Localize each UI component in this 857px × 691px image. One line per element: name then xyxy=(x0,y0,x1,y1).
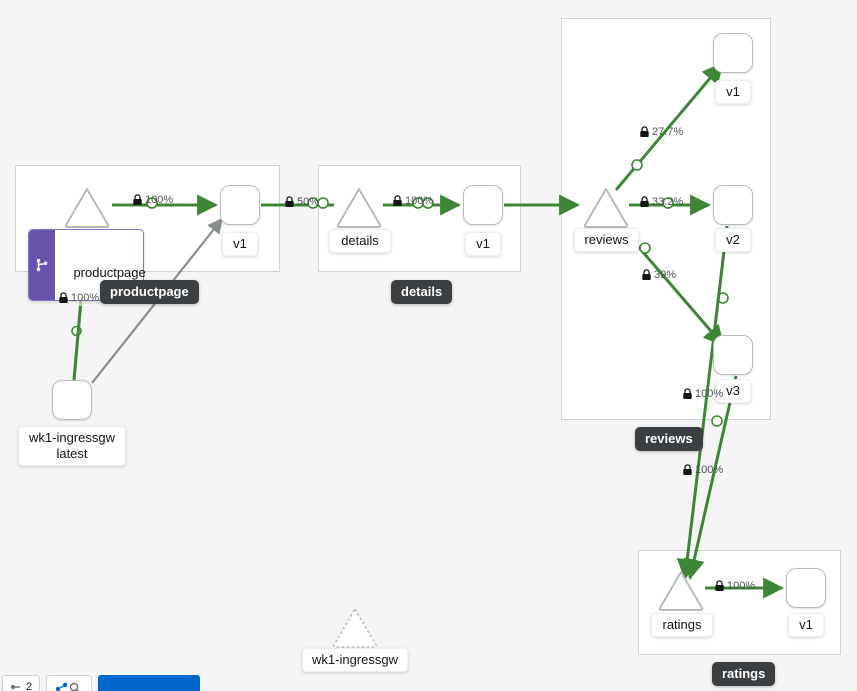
node-label-reviews: reviews xyxy=(574,228,639,252)
node-label-wk1-ingressgw-ghost: wk1-ingressgw xyxy=(302,648,408,672)
node-label-ratings: ratings xyxy=(651,613,713,637)
node-label-ratings-v1: v1 xyxy=(788,613,824,637)
service-triangle-icon xyxy=(336,188,382,228)
node-ratings-v1[interactable] xyxy=(786,568,826,608)
node-reviews-v2[interactable] xyxy=(713,185,753,225)
edge-label-text: 50% xyxy=(297,196,320,208)
lock-icon xyxy=(58,292,69,304)
edge-label-ratings-to-v1: 100% xyxy=(714,580,755,592)
node-productpage-service[interactable] xyxy=(63,185,111,229)
lock-icon xyxy=(682,464,693,476)
group-label-ratings[interactable]: ratings xyxy=(712,662,776,686)
node-label-text: productpage xyxy=(73,265,146,280)
edge-label-reviews-v2-to-ratings: 100% xyxy=(682,388,723,400)
edge-label-text: 100% xyxy=(695,388,724,400)
service-triangle-icon xyxy=(583,188,629,228)
service-triangle-icon xyxy=(64,188,110,228)
node-label-productpage-v1: v1 xyxy=(222,232,258,256)
edge-label-text: 27.7% xyxy=(652,126,684,138)
zoom-chip[interactable] xyxy=(46,675,93,691)
legend-chip[interactable]: 2 xyxy=(2,675,41,691)
node-label-reviews-v1: v1 xyxy=(715,80,751,104)
edge-gw-to-productpage-lower xyxy=(72,305,82,381)
lock-icon xyxy=(641,269,652,281)
node-reviews-v1[interactable] xyxy=(713,33,753,73)
lock-icon xyxy=(639,126,650,138)
lock-icon xyxy=(639,196,650,208)
node-details-service[interactable] xyxy=(335,185,383,229)
group-label-details[interactable]: details xyxy=(391,280,453,304)
node-label-reviews-v2: v2 xyxy=(715,228,751,252)
lock-icon xyxy=(284,196,295,208)
edge-label-text: 100% xyxy=(145,194,174,206)
edge-label-text: 100% xyxy=(727,580,756,592)
lock-icon xyxy=(392,195,403,207)
group-label-productpage[interactable]: productpage xyxy=(100,280,199,304)
node-reviews-service[interactable] xyxy=(582,185,630,229)
edge-label-text: 33.2% xyxy=(652,196,684,208)
node-wk1-ingressgw-ghost[interactable] xyxy=(331,605,379,649)
lock-icon xyxy=(714,580,725,592)
edge-label-productpage-to-v1: 100% xyxy=(132,194,173,206)
node-label-reviews-v3: v3 xyxy=(715,379,751,403)
node-label-details: details xyxy=(329,229,391,253)
edge-label-text: 100% xyxy=(405,195,434,207)
node-label-details-v1: v1 xyxy=(465,232,501,256)
edge-label-reviews-to-v1: 27.7% xyxy=(639,126,683,138)
edge-label-reviews-to-v2: 33.2% xyxy=(639,196,683,208)
virtual-service-icon xyxy=(29,230,55,300)
lock-icon xyxy=(682,388,693,400)
service-triangle-icon xyxy=(658,571,704,611)
node-reviews-v3[interactable] xyxy=(713,335,753,375)
group-label-reviews[interactable]: reviews xyxy=(635,427,703,451)
edge-label-reviews-to-v3: 39% xyxy=(641,269,676,281)
edge-label-text: 100% xyxy=(695,464,724,476)
edge-label-text: 39% xyxy=(654,269,677,281)
primary-action-button[interactable] xyxy=(98,675,201,691)
node-label-productpage: productpage xyxy=(28,229,146,301)
edge-label-reviews-v3-to-ratings: 100% xyxy=(682,464,723,476)
graph-zoom-icon xyxy=(55,682,80,691)
service-triangle-dashed-icon xyxy=(332,608,378,648)
node-ratings-service[interactable] xyxy=(657,568,705,612)
edge-label-gw-to-productpage: 100% xyxy=(58,292,99,304)
lock-icon xyxy=(132,194,143,206)
node-label-wk1-ingressgw: wk1-ingressgw latest xyxy=(18,426,126,466)
node-productpage-v1[interactable] xyxy=(220,185,260,225)
edge-label-text: 100% xyxy=(71,292,100,304)
edge-marker-dot xyxy=(71,325,82,337)
node-wk1-ingressgw[interactable] xyxy=(52,380,92,420)
bottom-toolbar[interactable]: 2 xyxy=(0,675,857,691)
edge-label-v1-to-details: 50% xyxy=(284,196,319,208)
node-details-v1[interactable] xyxy=(463,185,503,225)
edge-label-details-to-v1: 100% xyxy=(392,195,433,207)
legend-icon xyxy=(11,685,20,689)
legend-chip-label: 2 xyxy=(26,681,33,691)
